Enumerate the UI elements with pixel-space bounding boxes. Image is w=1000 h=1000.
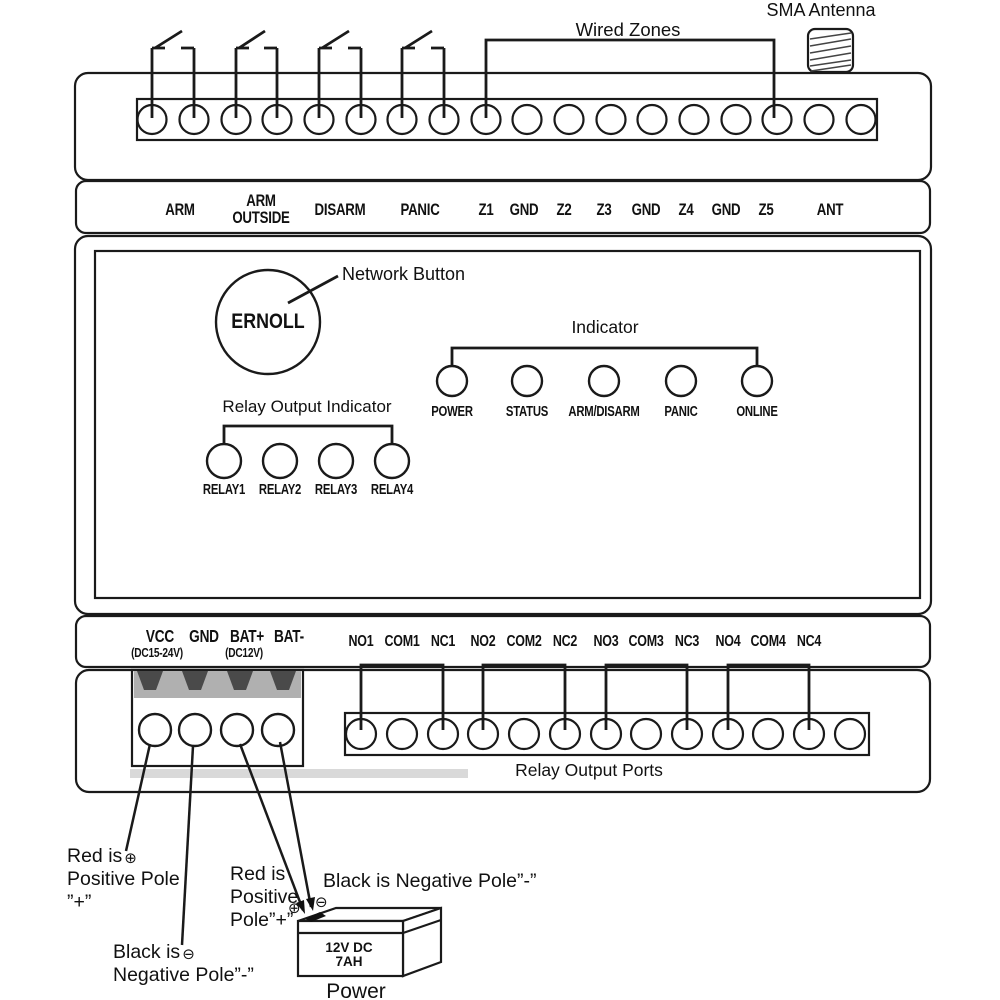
- power-label-bat-plus: BAT+: [229, 626, 265, 646]
- terminal-label-z3: Z3: [596, 200, 612, 219]
- zone-switches: [150, 29, 446, 118]
- circled-minus-icon: ⊖: [315, 893, 328, 911]
- wired-zones-label: Wired Zones: [575, 19, 681, 40]
- gnd-note-line1: Black is: [113, 941, 181, 963]
- gnd-wire: [180, 745, 195, 946]
- relay-indicator-leds: [205, 424, 411, 480]
- port-label-nc4: NC4: [796, 633, 822, 650]
- relay-port-strip: [343, 711, 871, 757]
- power-label-vcc-voltage: (DC15-24V): [131, 645, 183, 660]
- zone-switch: [150, 29, 196, 118]
- relay-indicator-label-1: RELAY1: [202, 482, 246, 498]
- power-label-bat-minus: BAT-: [274, 626, 304, 646]
- terminal-label-panic: PANIC: [400, 200, 440, 219]
- zone-switch: [234, 29, 279, 118]
- vcc-note-line3: ”+”: [67, 891, 92, 913]
- indicator-label-online: ONLINE: [736, 404, 778, 420]
- indicator-title: Indicator: [571, 317, 639, 337]
- vcc-wire: [124, 743, 152, 852]
- vcc-note-line1: Red is: [67, 845, 123, 867]
- vcc-note: Red is⊕ Positive Pole ”+”: [67, 845, 180, 914]
- terminal-label-arm-outside-line1: ARM: [246, 191, 276, 210]
- relay-port-brackets: [359, 663, 811, 730]
- arrowhead: [296, 900, 305, 914]
- indicator-label-arm-disarm: ARM/DISARM: [568, 404, 640, 420]
- power-label-vcc: VCC: [145, 626, 175, 646]
- power-connector: [130, 668, 305, 768]
- terminal-label-z2: Z2: [556, 200, 572, 219]
- port-label-com2: COM2: [506, 633, 542, 650]
- port-label-com1: COM1: [384, 633, 420, 650]
- terminal-label-z1: Z1: [478, 200, 494, 219]
- indicator-label-power: POWER: [431, 404, 473, 420]
- zone-switch: [317, 29, 363, 118]
- terminal-label-z4: Z4: [678, 200, 694, 219]
- indicator-label-panic: PANIC: [664, 404, 698, 420]
- bat-plus-note: Red is Positive Pole”+”: [230, 863, 298, 932]
- port-label-com4: COM4: [750, 633, 786, 650]
- port-label-no3: NO3: [593, 633, 619, 650]
- sma-antenna: [806, 27, 855, 74]
- network-button: [214, 268, 339, 376]
- bat-minus-note: Black is Negative Pole”-”: [323, 870, 537, 892]
- arrowhead: [306, 897, 315, 911]
- enroll-button-label: ERNOLL: [231, 310, 305, 333]
- terminal-label-z5: Z5: [758, 200, 774, 219]
- top-terminal-strip: [135, 97, 879, 142]
- circled-minus-icon: ⊖: [182, 945, 195, 963]
- port-label-nc2: NC2: [552, 633, 578, 650]
- terminal-label-gnd: GND: [631, 200, 661, 219]
- relay-ports-caption: Relay Output Ports: [515, 760, 663, 780]
- power-label-gnd: GND: [189, 626, 219, 646]
- battery-caption: Power: [326, 980, 386, 1000]
- terminal-label-arm-outside: ARM OUTSIDE: [232, 191, 290, 227]
- network-button-label: Network Button: [342, 264, 466, 284]
- network-button-leader-line: [287, 274, 339, 305]
- bat-plus-note-line2: Positive: [230, 886, 299, 908]
- relay-indicator-label-4: RELAY4: [370, 482, 414, 498]
- indicator-leds: [435, 346, 774, 398]
- battery-spec-line1: 12V DC: [325, 940, 373, 955]
- zone-switch: [400, 29, 446, 118]
- battery-terminal: [305, 912, 326, 922]
- power-wires: [124, 741, 315, 946]
- battery: [296, 906, 443, 978]
- gnd-note: Black is⊖ Negative Pole”-”: [113, 941, 254, 987]
- relay-indicator-label-3: RELAY3: [314, 482, 358, 498]
- power-label-bat-voltage: (DC12V): [225, 645, 263, 660]
- bat-minus-wire: [278, 741, 313, 908]
- battery-spec-line2: 7AH: [335, 954, 363, 969]
- gnd-note-line2: Negative Pole”-”: [113, 964, 254, 986]
- bat-plus-wire: [238, 743, 305, 911]
- terminal-label-ant: ANT: [816, 200, 844, 219]
- sma-antenna-label: SMA Antenna: [766, 0, 876, 20]
- port-label-no1: NO1: [348, 633, 374, 650]
- port-label-no2: NO2: [470, 633, 496, 650]
- terminal-label-gnd: GND: [711, 200, 741, 219]
- circled-plus-icon: ⊕: [288, 899, 301, 917]
- vcc-note-line2: Positive Pole: [67, 868, 180, 890]
- relay-indicator-label-2: RELAY2: [258, 482, 302, 498]
- terminal-label-arm-outside-line2: OUTSIDE: [232, 208, 290, 227]
- port-label-no4: NO4: [715, 633, 741, 650]
- port-label-nc3: NC3: [674, 633, 700, 650]
- terminal-label-arm: ARM: [165, 200, 195, 219]
- terminal-label-gnd: GND: [509, 200, 539, 219]
- bat-plus-note-line3: Pole”+”: [230, 909, 294, 931]
- bat-plus-note-line1: Red is: [230, 863, 286, 885]
- case-shadow: [130, 769, 468, 778]
- port-label-com3: COM3: [628, 633, 664, 650]
- port-label-nc1: NC1: [430, 633, 456, 650]
- wired-zones-bracket: [484, 38, 776, 118]
- circled-plus-icon: ⊕: [124, 849, 137, 867]
- relay-indicator-title: Relay Output Indicator: [222, 397, 392, 416]
- terminal-label-disarm: DISARM: [314, 200, 366, 219]
- indicator-label-status: STATUS: [505, 404, 549, 420]
